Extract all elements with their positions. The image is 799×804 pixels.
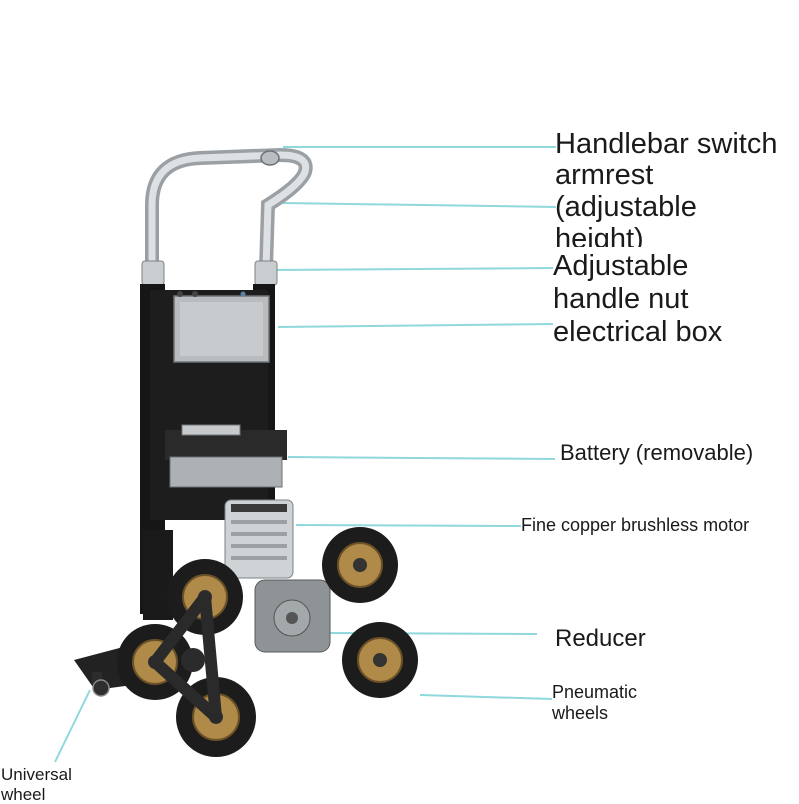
label-armrest-line-3: height) <box>555 225 644 247</box>
label-pneumatic-line-2: wheels <box>552 703 609 723</box>
label-motor: Fine copper brushless motor <box>521 515 750 535</box>
label-reducer: Reducer <box>555 625 646 652</box>
battery-box <box>165 424 287 488</box>
leader-line-pneumatic <box>419 694 553 700</box>
label-battery: Battery (removable) <box>560 440 754 465</box>
leader-line-adjustable-nut <box>273 267 554 271</box>
label-armrest-line-2: (adjustable <box>555 191 697 223</box>
label-adjustable-line-1: Adjustable <box>553 250 689 282</box>
handlebar <box>145 147 313 275</box>
leader-line-motor <box>295 524 522 527</box>
reducer-gearbox <box>254 579 331 653</box>
label-universal-line-2: wheel <box>1 785 46 804</box>
leader-line-universal <box>54 689 91 763</box>
label-electrical-box: electrical box <box>553 316 723 348</box>
wheel-back-top <box>322 527 398 603</box>
label-universal-line-1: Universal <box>1 765 72 784</box>
label-pneumatic-line-1: Pneumatic <box>552 682 638 702</box>
wheel-back-bottom <box>342 622 418 698</box>
electrical-box <box>173 291 270 363</box>
label-armrest-line-1: armrest <box>555 159 654 191</box>
leader-line-battery <box>287 456 556 460</box>
wheel-star-bracket <box>149 591 222 723</box>
brushless-motor <box>224 499 294 579</box>
label-handlebar-switch: Handlebar switch <box>555 128 778 160</box>
switch-knob <box>260 150 280 166</box>
leader-line-armrest <box>282 202 557 208</box>
label-adjustable-line-2: handle nut <box>553 283 689 315</box>
universal-wheel <box>92 672 110 697</box>
pneumatic-wheels <box>117 527 418 757</box>
adjustable-handle-nuts <box>141 260 278 286</box>
leader-line-electrical-box <box>277 323 554 328</box>
